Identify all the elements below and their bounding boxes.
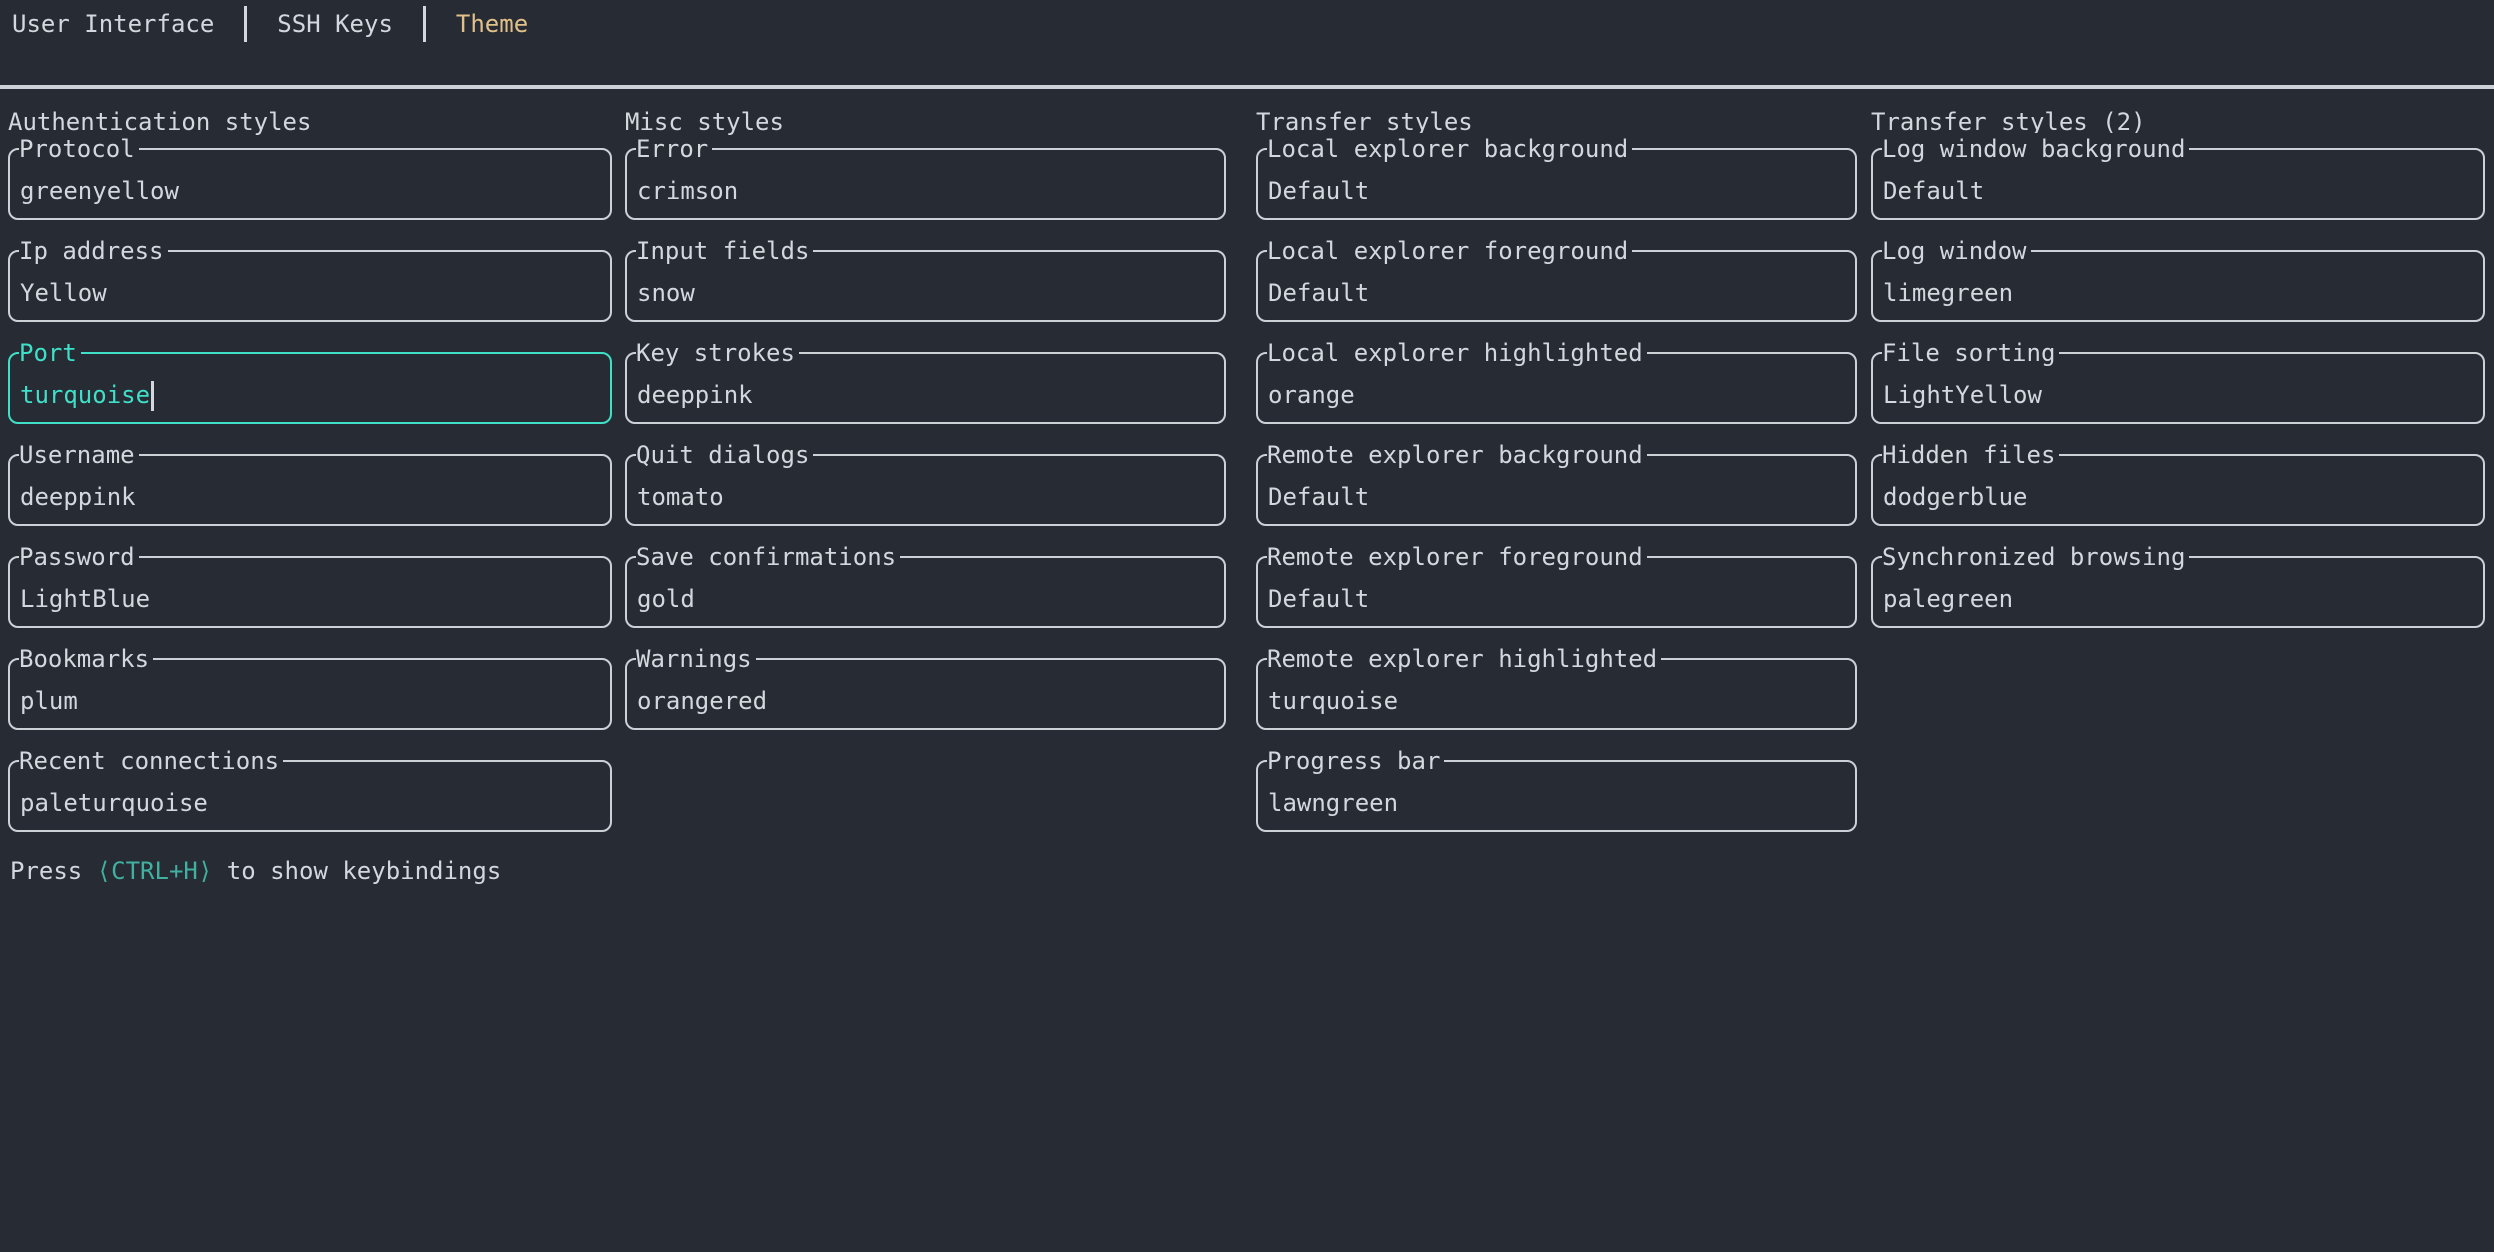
field-value: paleturquoise bbox=[20, 789, 208, 817]
column-title: Transfer styles bbox=[1256, 108, 1473, 136]
field-remote-explorer-foreground[interactable]: Remote explorer foreground Default bbox=[1256, 541, 1857, 628]
field-label: Password bbox=[19, 541, 139, 573]
field-label: Local explorer highlighted bbox=[1267, 337, 1647, 369]
text-cursor bbox=[151, 381, 155, 411]
header-divider bbox=[0, 85, 2494, 89]
field-key-strokes[interactable]: Key strokes deeppink bbox=[625, 337, 1226, 424]
field-label: Synchronized browsing bbox=[1882, 541, 2190, 573]
field-value: dodgerblue bbox=[1883, 483, 2028, 511]
field-save-confirmations[interactable]: Save confirmations gold bbox=[625, 541, 1226, 628]
field-value: deeppink bbox=[20, 483, 136, 511]
field-value: Default bbox=[1268, 483, 1370, 511]
field-remote-explorer-background[interactable]: Remote explorer background Default bbox=[1256, 439, 1857, 526]
column-misc-styles: Misc styles Error crimson Input fields s… bbox=[625, 108, 1226, 760]
field-label: Progress bar bbox=[1267, 745, 1445, 777]
field-port[interactable]: Port turquoise bbox=[8, 337, 612, 424]
keybindings-hint: Press ⟨CTRL+H⟩ to show keybindings bbox=[10, 856, 501, 886]
field-value: Yellow bbox=[20, 279, 107, 307]
field-recent-connections[interactable]: Recent connections paleturquoise bbox=[8, 745, 612, 832]
field-value: Default bbox=[1268, 585, 1370, 613]
field-value: Default bbox=[1268, 177, 1370, 205]
hint-suffix: to show keybindings bbox=[212, 857, 502, 885]
tab-ssh-keys[interactable]: SSH Keys bbox=[277, 10, 393, 38]
field-value: deeppink bbox=[637, 381, 753, 409]
field-value: limegreen bbox=[1883, 279, 2014, 307]
field-label: Hidden files bbox=[1882, 439, 2060, 471]
field-value: gold bbox=[637, 585, 695, 613]
field-value: lawngreen bbox=[1268, 789, 1399, 817]
field-log-window-background[interactable]: Log window background Default bbox=[1871, 133, 2485, 220]
field-value: plum bbox=[20, 687, 78, 715]
field-error[interactable]: Error crimson bbox=[625, 133, 1226, 220]
field-label: Warnings bbox=[636, 643, 756, 675]
field-label: Quit dialogs bbox=[636, 439, 814, 471]
tab-separator bbox=[244, 6, 248, 42]
column-title: Authentication styles bbox=[8, 108, 312, 136]
field-input-fields[interactable]: Input fields snow bbox=[625, 235, 1226, 322]
field-value: greenyellow bbox=[20, 177, 179, 205]
field-protocol[interactable]: Protocol greenyellow bbox=[8, 133, 612, 220]
field-label: Ip address bbox=[19, 235, 168, 267]
field-ip-address[interactable]: Ip address Yellow bbox=[8, 235, 612, 322]
field-label: Log window background bbox=[1882, 133, 2190, 165]
column-title: Transfer styles (2) bbox=[1871, 108, 2146, 136]
field-label: File sorting bbox=[1882, 337, 2060, 369]
column-authentication-styles: Authentication styles Protocol greenyell… bbox=[8, 108, 612, 862]
field-value: turquoise bbox=[1268, 687, 1399, 715]
field-label: Log window bbox=[1882, 235, 2031, 267]
field-label: Protocol bbox=[19, 133, 139, 165]
column-transfer-styles-2: Transfer styles (2) Log window backgroun… bbox=[1871, 108, 2485, 658]
field-label: Error bbox=[636, 133, 713, 165]
field-label: Local explorer background bbox=[1267, 133, 1633, 165]
field-value: orange bbox=[1268, 381, 1355, 409]
field-label: Bookmarks bbox=[19, 643, 154, 675]
tab-theme[interactable]: Theme bbox=[455, 10, 529, 38]
field-hidden-files[interactable]: Hidden files dodgerblue bbox=[1871, 439, 2485, 526]
field-file-sorting[interactable]: File sorting LightYellow bbox=[1871, 337, 2485, 424]
field-value: snow bbox=[637, 279, 695, 307]
field-warnings[interactable]: Warnings orangered bbox=[625, 643, 1226, 730]
field-value: orangered bbox=[637, 687, 768, 715]
field-label: Input fields bbox=[636, 235, 814, 267]
field-value: LightYellow bbox=[1883, 381, 2042, 409]
column-title: Misc styles bbox=[625, 108, 784, 136]
tab-user-interface[interactable]: User Interface bbox=[12, 10, 215, 38]
field-remote-explorer-highlighted[interactable]: Remote explorer highlighted turquoise bbox=[1256, 643, 1857, 730]
tab-bar: User Interface SSH Keys Theme bbox=[12, 6, 528, 42]
ctrl-h-keybinding: ⟨CTRL+H⟩ bbox=[96, 857, 213, 885]
column-transfer-styles: Transfer styles Local explorer backgroun… bbox=[1256, 108, 1857, 862]
field-local-explorer-highlighted[interactable]: Local explorer highlighted orange bbox=[1256, 337, 1857, 424]
field-label: Recent connections bbox=[19, 745, 284, 777]
field-label: Remote explorer foreground bbox=[1267, 541, 1647, 573]
field-value: Default bbox=[1883, 177, 1985, 205]
field-label: Remote explorer highlighted bbox=[1267, 643, 1662, 675]
field-label: Save confirmations bbox=[636, 541, 901, 573]
field-quit-dialogs[interactable]: Quit dialogs tomato bbox=[625, 439, 1226, 526]
field-password[interactable]: Password LightBlue bbox=[8, 541, 612, 628]
field-local-explorer-foreground[interactable]: Local explorer foreground Default bbox=[1256, 235, 1857, 322]
field-value: Default bbox=[1268, 279, 1370, 307]
hint-prefix: Press bbox=[10, 857, 97, 885]
field-value: crimson bbox=[637, 177, 739, 205]
field-value-wrap: turquoise bbox=[20, 380, 155, 411]
field-log-window[interactable]: Log window limegreen bbox=[1871, 235, 2485, 322]
field-local-explorer-background[interactable]: Local explorer background Default bbox=[1256, 133, 1857, 220]
field-progress-bar[interactable]: Progress bar lawngreen bbox=[1256, 745, 1857, 832]
field-value: LightBlue bbox=[20, 585, 151, 613]
field-synchronized-browsing[interactable]: Synchronized browsing palegreen bbox=[1871, 541, 2485, 628]
field-value: tomato bbox=[637, 483, 724, 511]
field-label: Local explorer foreground bbox=[1267, 235, 1633, 267]
field-username[interactable]: Username deeppink bbox=[8, 439, 612, 526]
field-value: palegreen bbox=[1883, 585, 2014, 613]
tab-separator bbox=[422, 6, 426, 42]
field-value: turquoise bbox=[20, 381, 151, 409]
field-bookmarks[interactable]: Bookmarks plum bbox=[8, 643, 612, 730]
field-label: Key strokes bbox=[636, 337, 799, 369]
field-label: Port bbox=[19, 337, 81, 369]
field-label: Remote explorer background bbox=[1267, 439, 1647, 471]
field-label: Username bbox=[19, 439, 139, 471]
